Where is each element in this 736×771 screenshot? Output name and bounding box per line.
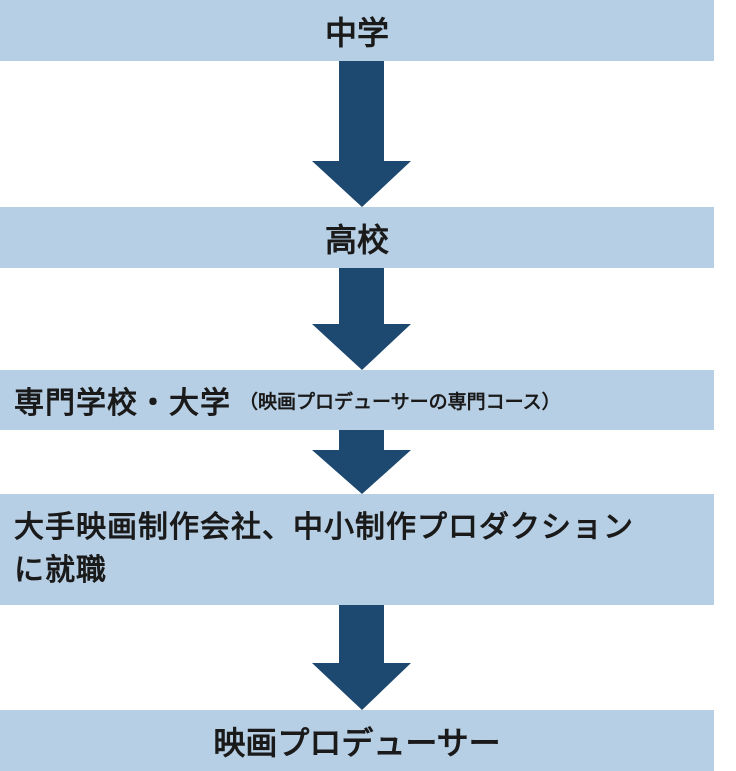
step-label: 専門学校・大学	[14, 386, 231, 421]
step-junior-high-school: 中学	[0, 0, 714, 61]
step-label: 中学	[324, 13, 389, 52]
step-high-school: 高校	[0, 207, 714, 268]
arrow-shape	[312, 430, 411, 494]
step-label-line-1: 大手映画制作会社、中小制作プロダクション	[14, 510, 634, 545]
step-note: （映画プロデューサーの専門コース）	[239, 390, 561, 413]
down-arrow-icon	[312, 430, 411, 494]
step-label: 映画プロデューサー	[213, 723, 501, 762]
arrow-shape	[312, 61, 411, 207]
step-film-producer: 映画プロデューサー	[0, 710, 714, 771]
step-employment: 大手映画制作会社、中小制作プロダクション に就職	[0, 494, 714, 605]
step-label-line-2: に就職	[14, 553, 107, 588]
arrow-shape	[312, 605, 411, 710]
step-vocational-school-university: 専門学校・大学 （映画プロデューサーの専門コース）	[0, 370, 714, 430]
down-arrow-icon	[312, 61, 411, 207]
step-label: 高校	[324, 220, 389, 259]
down-arrow-icon	[312, 605, 411, 710]
arrow-shape	[312, 268, 411, 370]
down-arrow-icon	[312, 268, 411, 370]
